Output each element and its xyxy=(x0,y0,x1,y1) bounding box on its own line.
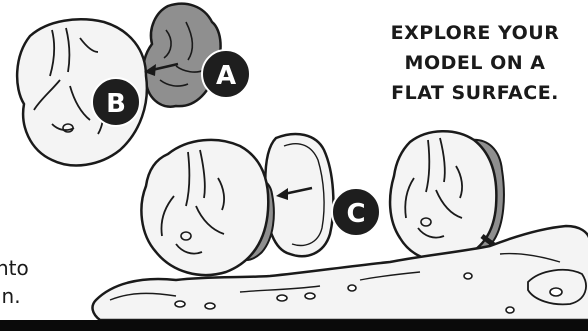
label-b: B xyxy=(106,89,126,119)
piece-c xyxy=(264,132,335,258)
piece-a xyxy=(142,2,222,108)
arrow-a-to-b xyxy=(144,62,179,76)
caption-line-2: MODEL ON A xyxy=(404,52,546,74)
caption-line-3: FLAT SURFACE. xyxy=(391,82,559,104)
center-face-model xyxy=(140,138,275,277)
assembled-model xyxy=(388,130,505,263)
bottom-border xyxy=(0,320,588,331)
instruction-caption: EXPLORE YOUR MODEL ON A FLAT SURFACE. xyxy=(376,18,574,108)
caption-line-1: EXPLORE YOUR xyxy=(390,22,560,44)
label-a: A xyxy=(216,61,236,91)
label-c: C xyxy=(346,199,365,229)
cropped-text-line-2: in. xyxy=(0,284,21,308)
flat-surface xyxy=(91,224,588,322)
piece-b xyxy=(15,18,149,167)
cropped-text-line-1: nto xyxy=(0,256,29,280)
label-b-badge: B xyxy=(91,77,141,127)
label-a-badge: A xyxy=(201,49,251,99)
arrow-c-to-model xyxy=(276,186,313,200)
surface-pegs xyxy=(174,272,563,314)
label-c-badge: C xyxy=(331,187,381,237)
